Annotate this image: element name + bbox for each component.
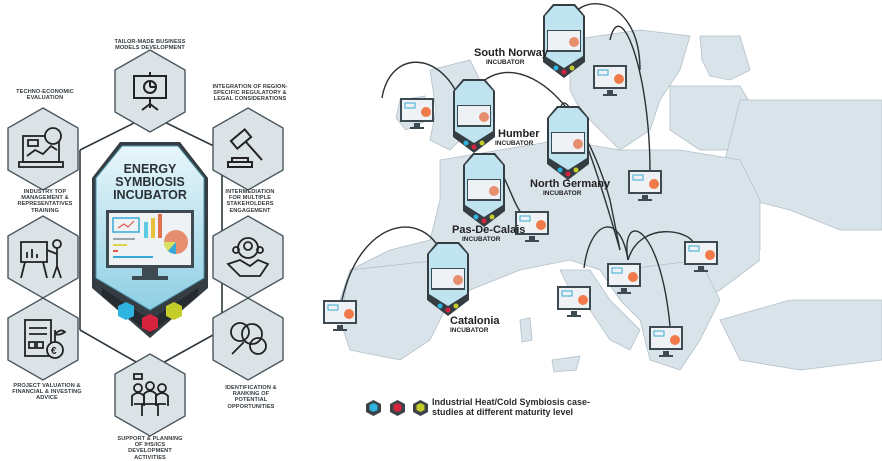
document-euro-icon bbox=[24, 319, 67, 359]
incubator-label-north-germany: North Germany bbox=[530, 178, 611, 190]
service-hex-training[interactable] bbox=[5, 214, 81, 300]
case-study-monitor-poland bbox=[628, 170, 662, 201]
caption-regulatory: INTEGRATION OF REGION-SPECIFIC REGULATOR… bbox=[212, 84, 288, 103]
magnifier-gears-icon bbox=[230, 322, 267, 355]
caption-valuation: PROJECT VALUATION &FINANCIAL & INVESTING… bbox=[12, 383, 82, 402]
service-hex-opportunities[interactable] bbox=[210, 296, 286, 382]
incubator-icon-pas-de-calais bbox=[463, 153, 505, 227]
legend-cube-cyan-icon bbox=[366, 400, 381, 416]
service-hex-support-planning[interactable] bbox=[112, 352, 188, 438]
laptop-analytics-icon bbox=[18, 127, 64, 168]
maturity-cube-yellow-icon bbox=[166, 302, 182, 320]
incubator-sub-north-germany: INCUBATOR bbox=[543, 190, 582, 197]
case-study-monitor-germany-south bbox=[515, 211, 549, 242]
incubator-label-catalonia: Catalonia bbox=[450, 315, 500, 327]
service-hex-techno-economic[interactable] bbox=[5, 106, 81, 192]
energy-symbiosis-incubator-graphic bbox=[92, 142, 208, 338]
incubator-icon-catalonia bbox=[427, 242, 469, 316]
case-study-monitor-sweden bbox=[593, 65, 627, 96]
incubator-icon-north-germany bbox=[547, 106, 589, 180]
service-hex-regulatory[interactable] bbox=[210, 106, 286, 192]
handshake-gear-icon bbox=[226, 237, 270, 277]
incubator-icon-humber bbox=[453, 79, 495, 153]
meeting-people-icon bbox=[131, 373, 169, 416]
maturity-cube-cyan-icon bbox=[118, 302, 134, 320]
maturity-cube-red-icon bbox=[142, 314, 158, 332]
legend-cube-yellow-icon bbox=[413, 400, 428, 416]
case-study-monitor-portugal bbox=[323, 300, 357, 331]
incubator-label-south-norway: South Norway bbox=[474, 47, 548, 59]
svg-text:€: € bbox=[51, 346, 57, 357]
service-hex-business-models[interactable] bbox=[112, 48, 188, 134]
case-study-monitor-north-macedonia bbox=[649, 326, 683, 357]
trainer-board-icon bbox=[20, 239, 62, 279]
europe-map bbox=[339, 3, 882, 373]
case-study-monitor-croatia bbox=[607, 263, 641, 294]
incubator-sub-humber: INCUBATOR bbox=[495, 140, 534, 147]
incubator-sub-south-norway: INCUBATOR bbox=[486, 59, 525, 66]
legend-cube-red-icon bbox=[390, 400, 405, 416]
incubator-sub-catalonia: INCUBATOR bbox=[450, 327, 489, 334]
incubator-label-pas-de-calais: Pas-De-Calais bbox=[452, 224, 526, 236]
case-study-monitor-romania bbox=[684, 241, 718, 272]
incubator-icon-south-norway bbox=[543, 4, 585, 78]
legend-text: Industrial Heat/Cold Symbiosis case- stu… bbox=[432, 397, 591, 417]
incubator-sub-pas-de-calais: INCUBATOR bbox=[462, 236, 501, 243]
case-study-monitor-ireland bbox=[400, 98, 434, 129]
incubator-label-humber: Humber bbox=[498, 128, 540, 140]
presentation-chart-icon bbox=[133, 72, 167, 111]
service-hex-stakeholders[interactable] bbox=[210, 214, 286, 300]
case-study-monitor-italy bbox=[557, 286, 591, 317]
center-incubator-title: ENERGY SYMBIOSIS INCUBATOR bbox=[113, 162, 187, 202]
gavel-icon bbox=[227, 127, 263, 168]
service-hex-valuation[interactable]: € bbox=[5, 296, 81, 382]
